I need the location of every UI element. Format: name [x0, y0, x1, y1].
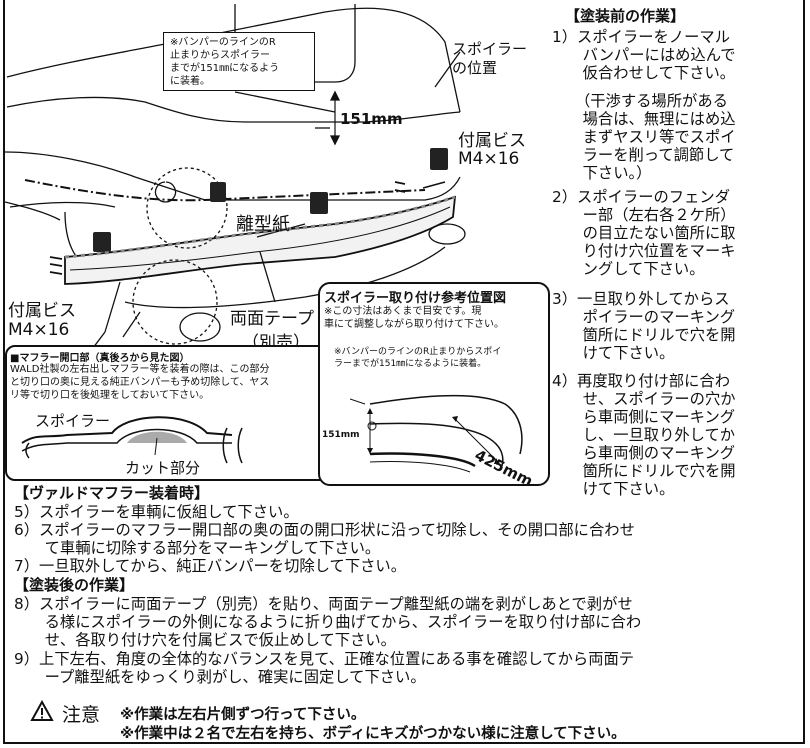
after-painting-heading: 【塗装後の作業】 — [14, 576, 135, 594]
step-line: けて下さい。 — [552, 344, 675, 362]
step-line: 箇所にドリルで穴を開 — [552, 462, 736, 480]
muffler-cut-diagram — [21, 416, 243, 464]
reference-subnote: ※バンパーのラインのR止まりからスポイ — [334, 347, 502, 357]
after-step-line: る様にスポイラーの外側になるように折り曲げてから、スポイラーを取り付け部に合わ — [14, 613, 642, 631]
screw-size-left: M4×16 — [8, 320, 70, 340]
step-line: 場合は、無理にはめ込 — [552, 110, 736, 128]
caution-label: 注意 — [62, 704, 101, 726]
reference-subnote: ラーまでが151㎜になるように装着。 — [334, 359, 487, 369]
step-line: ラーを削って調節して — [552, 146, 735, 164]
muffler-opening-box: ■マフラー開口部（真後ろから見た図） WALD社製の左右出しマフラー等を装着の際… — [5, 345, 349, 481]
note-line: 止まりからスポイラー — [170, 50, 270, 61]
step-line: （干渉する場所がある — [552, 92, 728, 110]
spoiler-position-label: の位置 — [452, 59, 498, 77]
wald-step-line: 5）スポイラーを車輌に仮組して下さい。 — [14, 503, 299, 521]
step-line: 2）スポイラーのフェンダ — [552, 188, 730, 206]
step-line: り付け穴位置をマーキ — [552, 242, 736, 260]
page-border — [3, 0, 805, 744]
note-line: に装着。 — [170, 76, 210, 87]
screw-label-left: 付属ビス — [8, 301, 76, 321]
caution-line: ※作業は左右片側ずつ行って下さい。 — [120, 707, 366, 723]
before-painting-heading: 【塗装前の作業】 — [565, 7, 686, 25]
bumper-illustration — [5, 4, 466, 353]
step-line: 仮合わせして下さい。 — [552, 64, 736, 82]
step-line: ー部（左右各２ケ所） — [552, 206, 736, 224]
dim-151-label: 151mm — [322, 430, 360, 440]
note-line: までが151㎜になるよう — [170, 63, 280, 74]
reference-position-box: スポイラー取り付け参考位置図 ※この寸法はあくまで目安です。現 車にて調整しなが… — [318, 282, 550, 490]
after-step-line: 8）スポイラーに両面テープ（別売）を貼り、両面テープ離型紙の端を剥がしあとで剥が… — [14, 595, 633, 613]
reference-note: 車にて調整しながら取り付けて下さい。 — [324, 319, 504, 330]
step-line: 4）再度取り付け部に合わ — [552, 372, 730, 390]
step-line: けて下さい。 — [552, 480, 675, 498]
step-line: ら車両側にマーキング — [552, 408, 736, 426]
wald-muffler-heading: 【ヴァルドマフラー装着時】 — [14, 484, 210, 502]
cut-part-label: カット部分 — [125, 459, 201, 477]
muffler-box-title: ■マフラー開口部（真後ろから見た図） — [10, 353, 190, 364]
muffler-box-text: リ等で切り口を後処理をしておいて下さい。 — [10, 390, 210, 401]
step-line: ングして下さい。 — [552, 260, 705, 278]
step-line: まずヤスリ等でスポイ — [552, 128, 736, 146]
after-step-line: 9）上下左右、角度の全体的なバランスを見て、正確な位置にある事を確認してから両面… — [14, 650, 635, 668]
screw-size-right: M4×16 — [458, 149, 520, 169]
muffler-box-text: と切り口の奥に見える純正バンパーも予め切除して、ヤス — [10, 377, 270, 388]
wald-step-line: 6）スポイラーのマフラー開口部の奥の面の開口形状に沿って切除し、その開口部に合わ… — [14, 521, 635, 539]
muffler-spoiler-label: スポイラー — [35, 412, 111, 430]
measurement-label: 151mm — [340, 110, 403, 128]
step-line: 下さい。） — [552, 164, 652, 182]
note-box: ※バンパーのラインのR 止まりからスポイラー までが151㎜になるよう に装着。 — [163, 32, 315, 91]
step-line: ら車両側のマーキング — [552, 444, 736, 462]
screw-label-right: 付属ビス — [458, 131, 526, 151]
note-line: ※バンパーのラインのR — [170, 37, 276, 48]
spoiler-position-label: スポイラー — [452, 40, 528, 58]
step-line: 1）スポイラーをノーマル — [552, 28, 730, 46]
reference-diagram — [350, 395, 523, 473]
after-step-line: ープ離型紙をゆっくり剥がし、確実に固定して下さい。 — [14, 668, 426, 686]
tape-label: 両面テープ — [230, 309, 314, 329]
reference-title: スポイラー取り付け参考位置図 — [324, 291, 507, 306]
step-line: の目立たない箇所に取 — [552, 224, 736, 242]
step-line: せ、スポイラーの穴か — [552, 390, 736, 408]
warning-icon — [30, 700, 54, 721]
wald-step-line: て車輌に切除する部分をマーキングして下さい。 — [14, 539, 381, 557]
release-paper-label: 離型紙 — [236, 214, 290, 235]
caution-line: ※作業中は２名で左右を持ち、ボディにキズがつかない様に注意して下さい。 — [120, 726, 626, 742]
step-line: 3）一旦取り外してからス — [552, 290, 730, 308]
step-line: し、一旦取り外してか — [552, 426, 736, 444]
wald-step-line: 7）一旦取外してから、純正バンパーを切除して下さい。 — [14, 557, 407, 575]
reference-note: ※この寸法はあくまで目安です。現 — [324, 306, 482, 317]
step-line: バンパーにはめ込んで — [552, 46, 736, 64]
step-line: ポイラーのマーキング — [552, 308, 736, 326]
step-line: 箇所にドリルで穴を開 — [552, 326, 736, 344]
after-step-line: せ、各取り付け穴を付属ビスで仮止めして下さい。 — [14, 631, 396, 649]
muffler-box-text: WALD社製の左右出しマフラー等を装着の際は、この部分 — [10, 364, 270, 375]
